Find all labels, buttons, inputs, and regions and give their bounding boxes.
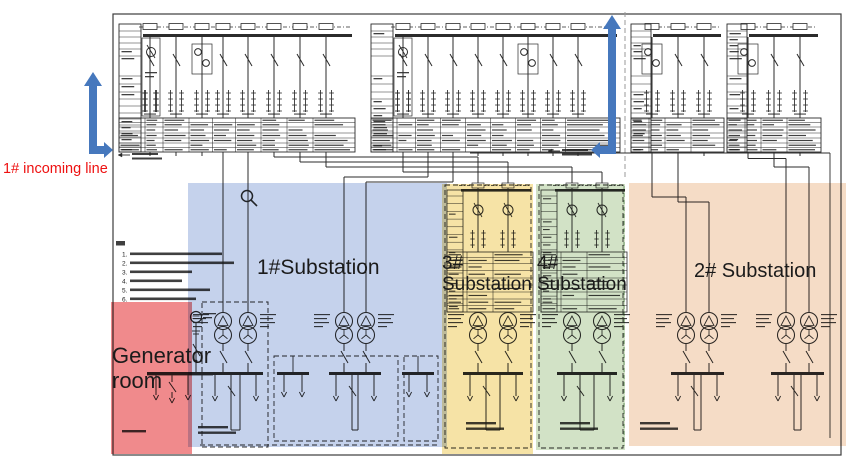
region-label-line: 1#Substation: [257, 256, 380, 279]
svg-text:3.: 3.: [122, 270, 128, 277]
region-label-substation-1: 1#Substation: [257, 256, 380, 280]
region-label-substation-4: 4#Substation: [537, 253, 627, 296]
region-label-line: Substation: [537, 274, 627, 296]
incoming-line-label: 1# incoming line: [3, 161, 108, 177]
notes: 1. 2. 3. 4. 5. 6.: [116, 241, 234, 304]
region-label-substation-2: 2# Substation: [694, 260, 816, 282]
region-label-line: Generator: [112, 343, 212, 368]
region-label-line: 3#: [442, 253, 464, 274]
incoming-arrow-right: [591, 15, 621, 158]
incoming-panels: [117, 23, 822, 160]
incoming-arrow-left: [84, 72, 113, 158]
svg-text:5.: 5.: [122, 288, 128, 295]
svg-text:1.: 1.: [122, 252, 128, 259]
region-label-line: Substation: [442, 274, 532, 296]
region-label-substation-3: 3#Substation: [442, 253, 532, 296]
region-label-line: room: [112, 367, 163, 393]
svg-text:4.: 4.: [122, 279, 128, 286]
svg-text:2.: 2.: [122, 261, 128, 268]
region-label-line: 4#: [537, 253, 559, 274]
region-label-line: 2# Substation: [694, 260, 817, 282]
svg-text:6.: 6.: [122, 297, 128, 304]
transformer-bays: [193, 184, 837, 449]
